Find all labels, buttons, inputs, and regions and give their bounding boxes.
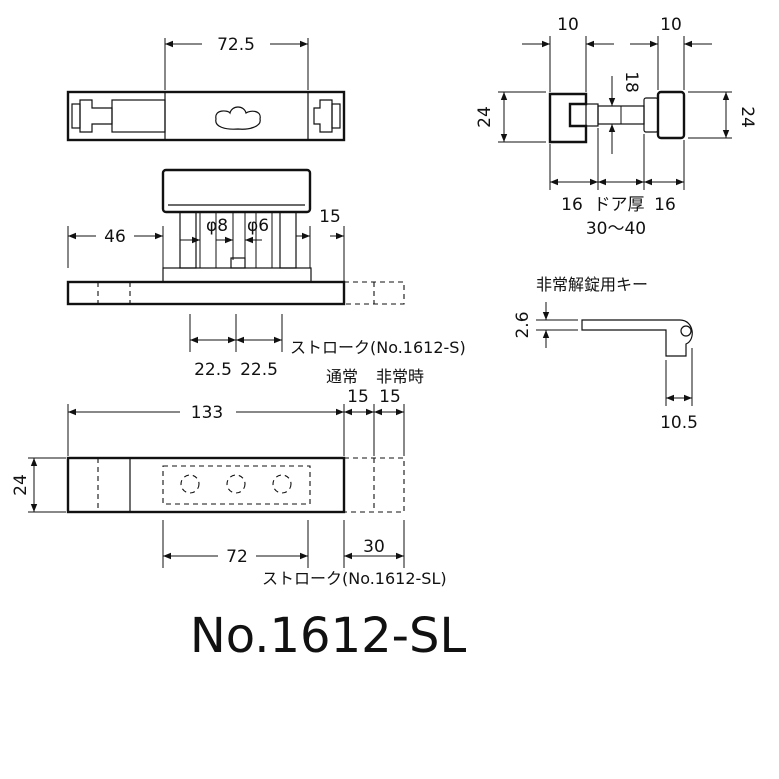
dim-24-side-left: 24 <box>475 106 495 128</box>
dim-15-b: 15 <box>379 387 401 407</box>
top-right-bracket <box>313 99 333 133</box>
dim-24-left: 24 <box>11 474 31 496</box>
top-left-bracket <box>79 99 113 133</box>
dim-18: 18 <box>621 71 641 93</box>
front-view: 46 φ8 φ6 15 22.5 22.5 ストローク(No.1612-S) 通… <box>66 168 466 386</box>
model-number-title: No.1612-SL <box>190 608 467 664</box>
side-right-collar <box>643 97 659 133</box>
dim-30: 30 <box>363 537 385 557</box>
top-left-slot <box>111 99 166 133</box>
keyhole-shape <box>215 106 261 130</box>
side-left-knob <box>548 92 588 144</box>
bottom-bar-outline <box>66 456 346 514</box>
door-range: 30～40 <box>586 219 646 239</box>
dim-24-side-right: 24 <box>737 106 757 128</box>
side-right-knob <box>656 90 686 140</box>
dim-22-5-a: 22.5 <box>194 360 232 380</box>
top-view: 72.5 <box>66 35 346 142</box>
dim-22-5-b: 22.5 <box>240 360 278 380</box>
dim-phi6: φ6 <box>247 216 269 236</box>
dim-72: 72 <box>226 547 248 567</box>
hidden-pocket <box>162 465 311 505</box>
hidden-hole <box>180 474 200 494</box>
top-right-tab <box>331 103 341 129</box>
dim-15-right: 15 <box>319 207 341 227</box>
dim-10-right: 10 <box>660 15 682 35</box>
top-left-tab <box>71 103 81 129</box>
hidden-hole <box>272 474 292 494</box>
key-hole <box>680 325 692 337</box>
front-leg-right <box>279 211 297 269</box>
side-left-neck <box>585 103 599 127</box>
dim-2-6: 2.6 <box>513 311 533 338</box>
front-lock-head <box>161 168 312 214</box>
top-plate-outline <box>66 90 346 142</box>
stroke-sl-label: ストローク(No.1612-SL) <box>262 569 447 588</box>
dim-133: 133 <box>191 403 223 423</box>
emergency-label: 非常時 <box>376 367 424 386</box>
side-view: 10 10 18 24 24 16 ドア厚 16 30～40 <box>475 15 757 239</box>
normal-label: 通常 <box>326 367 358 386</box>
emergency-key-label: 非常解錠用キー <box>536 275 648 294</box>
dim-10-left: 10 <box>557 15 579 35</box>
dim-46: 46 <box>104 227 126 247</box>
hidden-hole <box>226 474 246 494</box>
door-thickness-label: ドア厚 <box>594 195 645 215</box>
emergency-key: 非常解錠用キー 2.6 10.5 <box>513 275 698 433</box>
dim-72-5: 72.5 <box>217 35 255 55</box>
key-outline <box>581 319 693 357</box>
dim-phi8: φ8 <box>206 216 228 236</box>
stroke-s-label: ストローク(No.1612-S) <box>290 338 466 357</box>
front-base-plate <box>162 267 312 283</box>
dim-15-a: 15 <box>347 387 369 407</box>
dim-16-left: 16 <box>561 195 583 215</box>
dim-16-right: 16 <box>654 195 676 215</box>
front-bolt-bar <box>66 280 346 306</box>
bottom-view: 133 15 15 24 72 30 ストローク(No.1612-SL) <box>11 387 447 588</box>
dim-10-5: 10.5 <box>660 413 698 433</box>
